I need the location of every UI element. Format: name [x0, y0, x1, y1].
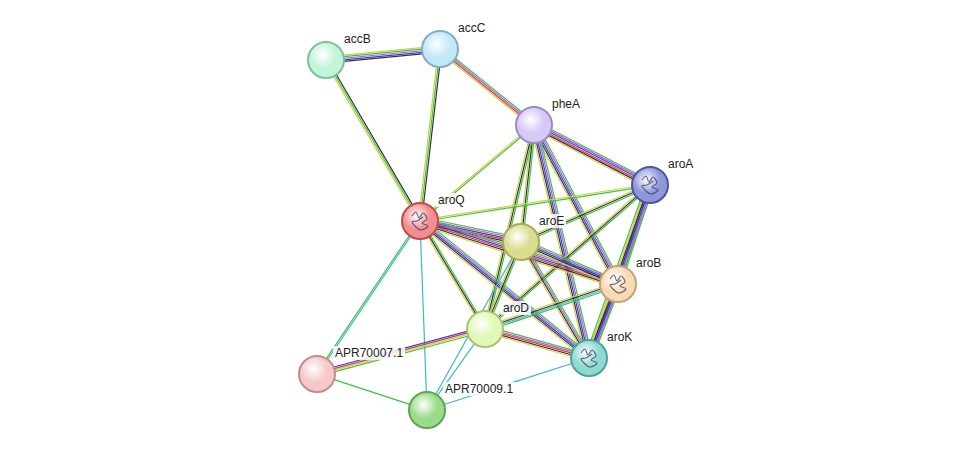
evidence-line	[502, 335, 571, 354]
evidence-line	[593, 201, 642, 340]
protein-node	[401, 202, 439, 240]
evidence-line	[456, 58, 522, 111]
interaction-edge	[521, 143, 533, 225]
structure-icon	[572, 341, 606, 375]
interaction-edge	[334, 380, 410, 405]
evidence-line	[599, 203, 648, 342]
node-label: APR70009.1	[443, 382, 515, 396]
interaction-edge	[436, 258, 512, 395]
evidence-line	[538, 248, 602, 276]
evidence-line	[523, 143, 532, 224]
protein-node	[631, 166, 669, 204]
node-label: aroE	[537, 214, 566, 228]
evidence-line	[455, 60, 521, 113]
protein-node	[421, 30, 459, 68]
interaction-edge	[326, 235, 410, 359]
interaction-edge	[428, 236, 477, 315]
evidence-line	[436, 258, 512, 395]
evidence-line	[433, 136, 519, 209]
evidence-line	[328, 236, 411, 359]
node-label: aroQ	[436, 193, 467, 207]
evidence-line	[594, 202, 643, 341]
structure-trace	[412, 212, 428, 230]
interaction-edge	[334, 331, 468, 371]
evidence-line	[344, 54, 422, 62]
interaction-edge	[501, 331, 572, 356]
evidence-line	[597, 203, 646, 342]
protein-node	[307, 41, 345, 79]
evidence-line	[334, 380, 410, 405]
structure-trace	[642, 176, 658, 194]
interaction-edge	[536, 246, 603, 280]
evidence-line	[537, 251, 601, 279]
structure-trace	[581, 349, 597, 367]
evidence-line	[334, 331, 467, 367]
evidence-line	[422, 67, 438, 203]
evidence-line	[326, 235, 409, 358]
evidence-line	[552, 130, 636, 173]
interaction-edge	[438, 187, 633, 219]
evidence-line	[536, 252, 600, 280]
node-label: aroA	[666, 157, 695, 171]
evidence-line	[538, 249, 602, 277]
node-label: aroB	[634, 256, 663, 270]
interaction-edge	[501, 287, 601, 325]
evidence-line	[591, 201, 640, 340]
evidence-line	[438, 187, 632, 217]
node-label: aroD	[501, 301, 531, 315]
evidence-line	[551, 131, 635, 174]
evidence-line	[421, 239, 427, 392]
node-label: pheA	[550, 97, 582, 111]
protein-node	[502, 223, 540, 261]
interaction-edge	[591, 201, 648, 343]
protein-node	[515, 106, 553, 144]
interaction-edge	[344, 48, 423, 62]
protein-node	[408, 391, 446, 429]
node-label: accC	[456, 21, 487, 35]
structure-icon	[601, 267, 635, 301]
node-label: accB	[342, 32, 373, 46]
evidence-line	[503, 332, 572, 351]
protein-node	[466, 310, 504, 348]
protein-node	[570, 339, 608, 377]
evidence-line	[548, 137, 632, 180]
evidence-line	[550, 133, 634, 176]
structure-trace	[610, 275, 626, 293]
evidence-line	[502, 334, 571, 353]
interaction-edge	[433, 136, 520, 210]
evidence-line	[452, 62, 518, 115]
evidence-line	[344, 52, 422, 60]
evidence-line	[532, 256, 582, 341]
interaction-edge	[421, 239, 427, 392]
node-label: APR70007.1	[333, 346, 405, 360]
protein-node	[298, 355, 336, 393]
evidence-line	[424, 67, 440, 203]
evidence-line	[539, 246, 603, 274]
node-label: aroK	[605, 330, 634, 344]
evidence-line	[428, 237, 474, 314]
evidence-line	[335, 76, 411, 206]
protein-node	[599, 265, 637, 303]
evidence-line	[420, 67, 436, 203]
evidence-line	[502, 289, 601, 322]
evidence-line	[431, 236, 477, 313]
structure-icon	[403, 204, 437, 238]
interaction-edge	[334, 75, 413, 207]
evidence-line	[434, 137, 520, 210]
structure-icon	[633, 168, 667, 202]
interaction-edge	[452, 58, 521, 115]
evidence-line	[501, 337, 570, 356]
evidence-line	[334, 76, 410, 206]
interaction-edge	[420, 67, 439, 204]
evidence-line	[336, 75, 412, 205]
evidence-line	[429, 236, 475, 313]
evidence-line	[453, 61, 519, 114]
evidence-line	[501, 287, 600, 320]
